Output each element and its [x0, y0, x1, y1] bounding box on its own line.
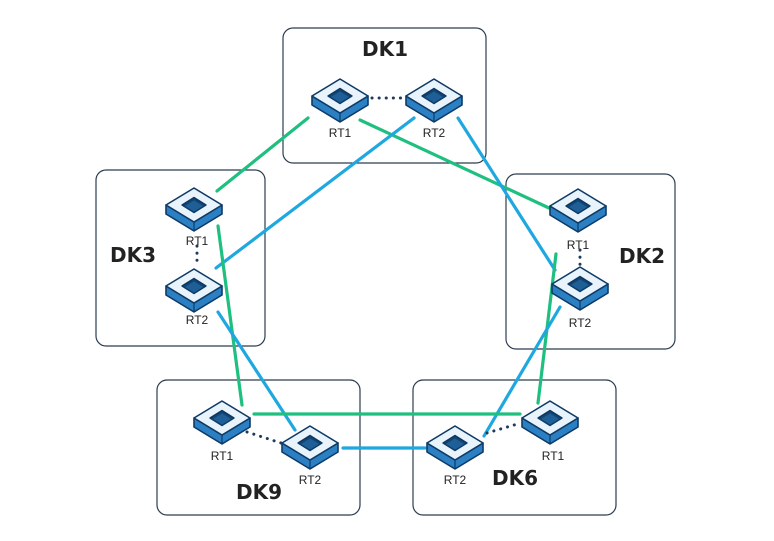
peer-link-dk6	[485, 421, 523, 435]
router-label-dk2-rt1: RT1	[567, 238, 590, 252]
router-label-dk6-rt1: RT1	[542, 449, 565, 463]
router-icon[interactable]	[549, 188, 607, 233]
site-label-dk6: DK6	[492, 466, 538, 490]
router-label-dk1-rt2: RT2	[423, 126, 446, 140]
router-icon[interactable]	[405, 78, 463, 123]
router-label-dk9-rt2: RT2	[299, 473, 322, 487]
router-icon[interactable]	[311, 78, 369, 123]
site-label-dk1: DK1	[362, 37, 408, 61]
router-label-dk9-rt1: RT1	[211, 449, 234, 463]
site-box-dk1	[282, 27, 487, 164]
router-icon[interactable]	[426, 425, 484, 470]
router-label-dk6-rt2: RT2	[444, 473, 467, 487]
router-label-dk2-rt2: RT2	[569, 316, 592, 330]
site-label-dk9: DK9	[236, 480, 282, 504]
peer-link-dk9	[245, 430, 283, 445]
link-dk1-rt2-dk2-rt2	[456, 116, 557, 272]
router-icon[interactable]	[521, 400, 579, 445]
router-icon[interactable]	[165, 268, 223, 313]
link-dk1-rt1-dk3-rt1	[215, 116, 310, 193]
router-label-dk1-rt1: RT1	[329, 126, 352, 140]
router-icon[interactable]	[551, 266, 609, 311]
site-label-dk2: DK2	[619, 244, 665, 268]
router-icon[interactable]	[193, 400, 251, 445]
router-label-dk3-rt2: RT2	[186, 313, 209, 327]
router-icon[interactable]	[281, 425, 339, 470]
link-dk1-rt2-dk3-rt2	[214, 116, 416, 270]
router-icon[interactable]	[165, 187, 223, 232]
link-dk3-rt2-dk9-rt2	[216, 310, 297, 432]
link-dk3-rt1-dk9-rt1	[216, 224, 244, 407]
router-label-dk3-rt1: RT1	[186, 234, 209, 248]
site-label-dk3: DK3	[110, 243, 156, 267]
